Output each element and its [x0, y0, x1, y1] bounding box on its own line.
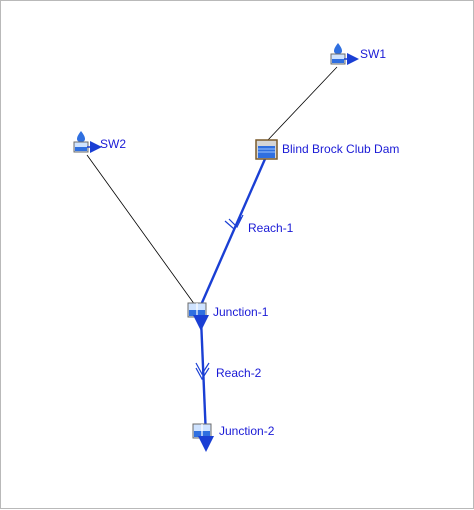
sw1-subbasin[interactable]: SW1 [330, 43, 386, 65]
link-sw1-to-reservoir[interactable] [266, 66, 338, 142]
junction-2-label: Junction-2 [219, 424, 275, 438]
link-sw2-to-junction-1[interactable] [86, 154, 196, 306]
subbasin-icon [330, 43, 359, 65]
reach-1[interactable] [199, 158, 267, 306]
reservoir-label: Blind Brock Club Dam [282, 142, 399, 156]
reach-2[interactable] [195, 318, 210, 438]
sw2-subbasin[interactable]: SW2 [73, 131, 126, 153]
reach-1-label: Reach-1 [248, 221, 294, 235]
junction-1[interactable]: Junction-1 [187, 302, 269, 331]
reservoir-blind-brock-club-dam[interactable]: Blind Brock Club Dam [255, 139, 399, 160]
junction-2[interactable]: Junction-2 [192, 423, 275, 452]
junction-icon [192, 423, 214, 452]
junction-icon [187, 302, 209, 331]
sw1-label: SW1 [360, 47, 386, 61]
reach-2-arrow-icon [195, 362, 210, 381]
subbasin-icon [73, 131, 102, 153]
sw2-label: SW2 [100, 137, 126, 151]
reach-2-label: Reach-2 [216, 366, 262, 380]
junction-1-label: Junction-1 [213, 305, 269, 319]
reach-1-arrow-icon [224, 214, 244, 230]
reservoir-icon [255, 139, 278, 160]
